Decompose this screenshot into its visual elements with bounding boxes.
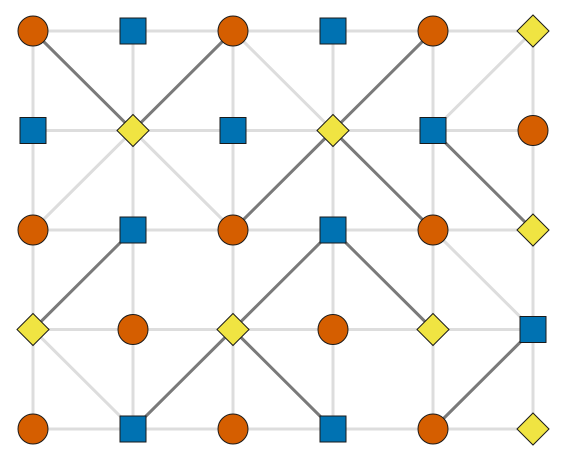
diamond-node — [316, 113, 350, 148]
diamond-node — [516, 14, 550, 48]
circle-node — [417, 15, 449, 47]
circle-node — [317, 314, 349, 345]
circle-node — [17, 15, 49, 47]
diamond-node — [416, 312, 450, 347]
diamond-node — [516, 412, 550, 446]
light-edge — [31, 328, 135, 431]
circle-node — [417, 214, 449, 246]
light-edge — [231, 29, 335, 132]
nodes-layer — [16, 14, 550, 446]
light-edge — [131, 129, 235, 232]
circle-node — [217, 214, 249, 246]
dark-edge — [431, 328, 535, 431]
dark-edge — [331, 228, 435, 331]
circle-node — [17, 214, 49, 246]
square-node — [119, 415, 147, 443]
circle-node — [17, 413, 49, 445]
dark-edge — [31, 228, 135, 331]
circle-node — [417, 413, 449, 445]
light-edge — [431, 228, 535, 331]
dark-edge — [331, 29, 435, 132]
light-edges-layer — [31, 29, 535, 431]
circle-node — [217, 413, 249, 445]
dark-edge — [231, 228, 335, 331]
diamond-node — [516, 213, 550, 247]
dark-edge — [131, 328, 235, 431]
dark-edge — [331, 129, 435, 232]
dark-edge — [131, 29, 235, 132]
circle-node — [117, 314, 149, 345]
dark-edge — [231, 328, 335, 431]
circle-node — [517, 115, 549, 146]
dark-edge — [231, 129, 335, 232]
square-node — [319, 17, 347, 45]
dark-edges-layer — [31, 29, 535, 431]
diamond-node — [16, 312, 50, 347]
dark-edge — [31, 29, 135, 132]
square-node — [19, 117, 47, 144]
square-node — [219, 117, 247, 144]
light-edge — [431, 29, 535, 132]
square-node — [119, 216, 147, 244]
diamond-node — [216, 312, 250, 347]
diamond-node — [116, 113, 150, 148]
square-node — [319, 216, 347, 244]
square-node — [319, 415, 347, 443]
square-node — [119, 17, 147, 45]
light-edge — [31, 129, 135, 232]
square-node — [419, 117, 447, 144]
square-node — [519, 316, 547, 343]
dark-edge — [431, 129, 535, 232]
circle-node — [217, 15, 249, 47]
